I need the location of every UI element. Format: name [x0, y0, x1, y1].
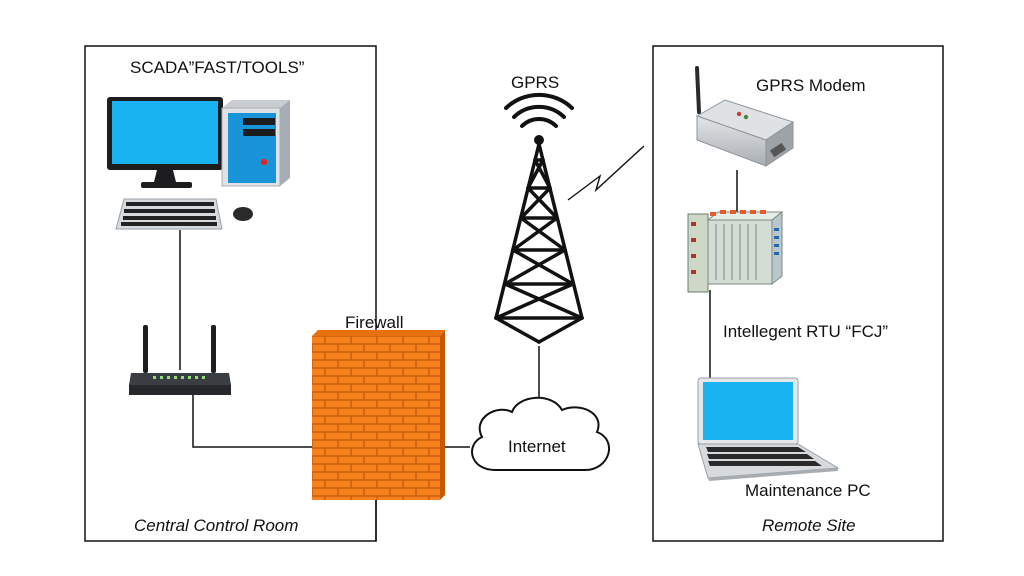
maintenance-pc-label: Maintenance PC	[745, 481, 871, 500]
scada-pc-icon	[107, 97, 290, 230]
router-icon	[129, 325, 231, 395]
remote-site-box	[652, 45, 944, 542]
connection-lines	[179, 170, 738, 541]
gprs-label: GPRS	[511, 73, 560, 92]
maintenance-laptop-icon	[697, 377, 840, 481]
router-to-firewall-line	[192, 395, 312, 448]
gprs-modem-label: GPRS Modem	[756, 76, 866, 95]
firewall-label: Firewall	[345, 313, 404, 332]
central-control-room-box	[84, 45, 377, 542]
remote-site-label: Remote Site	[762, 516, 856, 535]
internet-cloud-icon	[471, 396, 610, 471]
rtu-label: Intellegent RTU “FCJ”	[723, 322, 889, 341]
firewall-icon	[312, 330, 445, 500]
gprs-tower-icon	[494, 92, 584, 344]
internet-label: Internet	[508, 437, 566, 456]
rtu-icon	[687, 210, 784, 293]
scada-label: SCADA”FAST/TOOLS”	[130, 58, 305, 77]
central-control-room-label: Central Control Room	[134, 516, 299, 535]
gprs-modem-icon	[695, 66, 795, 167]
wireless-link-icon	[567, 145, 645, 201]
